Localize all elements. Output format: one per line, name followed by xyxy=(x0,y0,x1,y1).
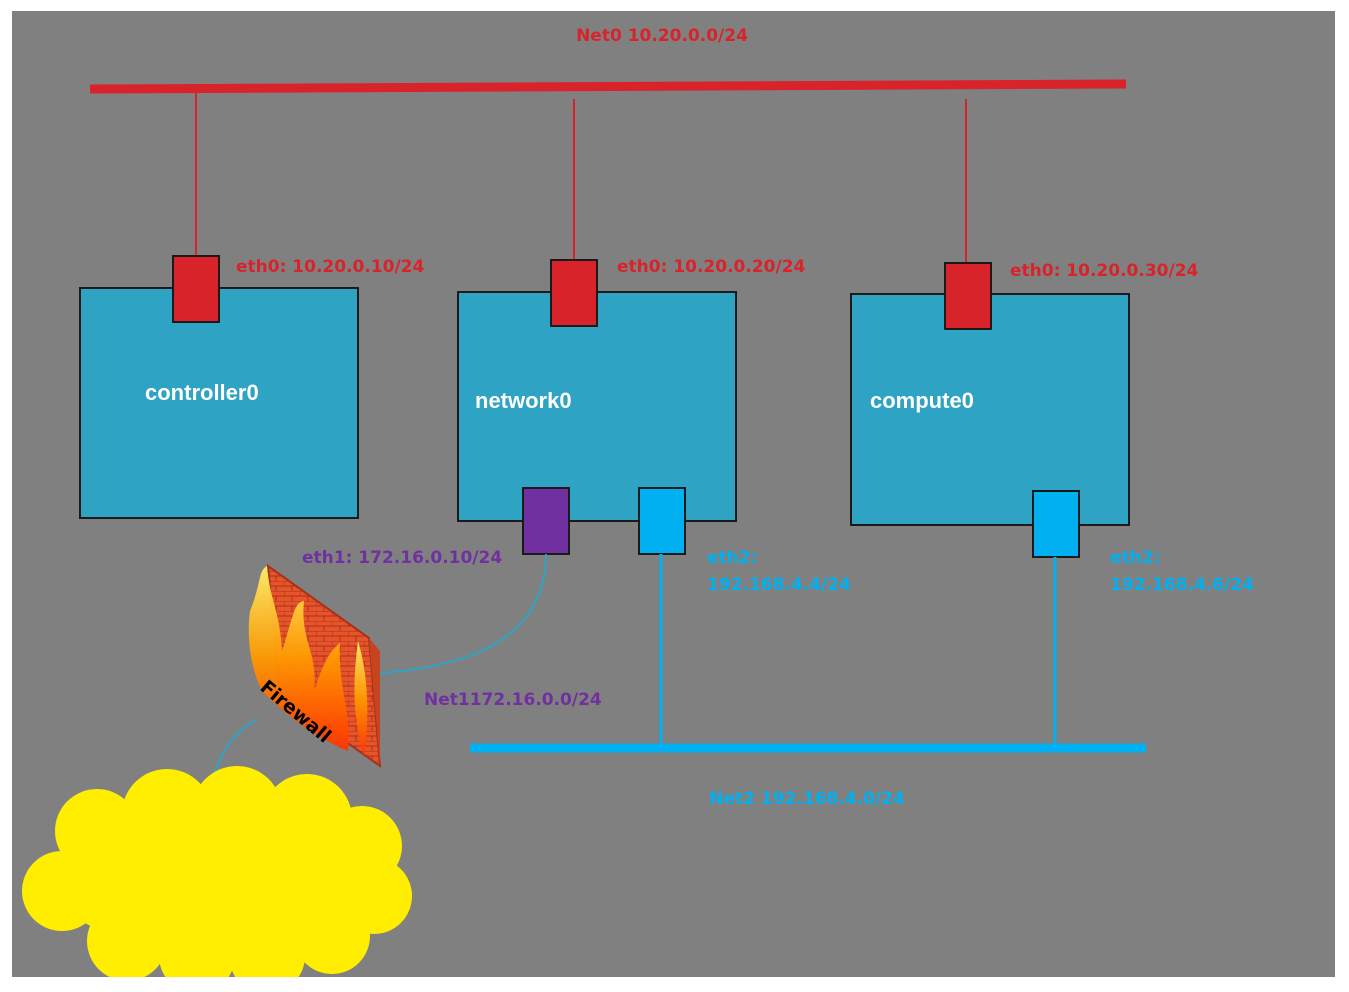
network0-eth2-port xyxy=(638,487,686,555)
compute0-node xyxy=(850,293,1130,526)
net0-bus xyxy=(89,79,1127,94)
compute0-eth0-port xyxy=(944,262,992,330)
compute0-title: compute0 xyxy=(870,388,974,413)
net1-label: Net1172.16.0.0/24 xyxy=(424,690,602,710)
compute0-eth0-label: eth0: 10.20.0.30/24 xyxy=(1010,261,1199,281)
network0-eth0-port xyxy=(550,259,598,327)
net2-label: Net2 192.168.4.0/24 xyxy=(709,789,905,809)
controller0-eth0-port xyxy=(172,255,220,323)
controller0-node xyxy=(79,287,359,519)
compute0-eth2-label: eth2: xyxy=(1110,548,1160,568)
network-diagram: Net0 10.20.0.0/24 controller0 network0 c… xyxy=(22,26,1254,977)
network0-eth2-ip: 192.168.4.4/24 xyxy=(707,575,851,595)
net0-label: Net0 10.20.0.0/24 xyxy=(576,26,748,46)
network0-eth1-label: eth1: 172.16.0.10/24 xyxy=(302,548,502,568)
controller0-title: controller0 xyxy=(145,380,259,405)
firewall-icon: Firewall xyxy=(248,563,382,769)
network0-eth2-label: eth2: xyxy=(707,548,757,568)
net1-link xyxy=(379,553,547,674)
network0-eth0-label: eth0: 10.20.0.20/24 xyxy=(617,257,806,277)
compute0-eth2-ip: 192.168.4.6/24 xyxy=(1110,575,1254,595)
network0-title: network0 xyxy=(475,388,572,413)
network0-eth1-port xyxy=(522,487,570,555)
compute0-eth2-port xyxy=(1032,490,1080,558)
internet-cloud-icon xyxy=(22,766,412,977)
controller0-eth0-label: eth0: 10.20.0.10/24 xyxy=(236,257,425,277)
diagram-canvas: Net0 10.20.0.0/24 controller0 network0 c… xyxy=(12,11,1335,977)
